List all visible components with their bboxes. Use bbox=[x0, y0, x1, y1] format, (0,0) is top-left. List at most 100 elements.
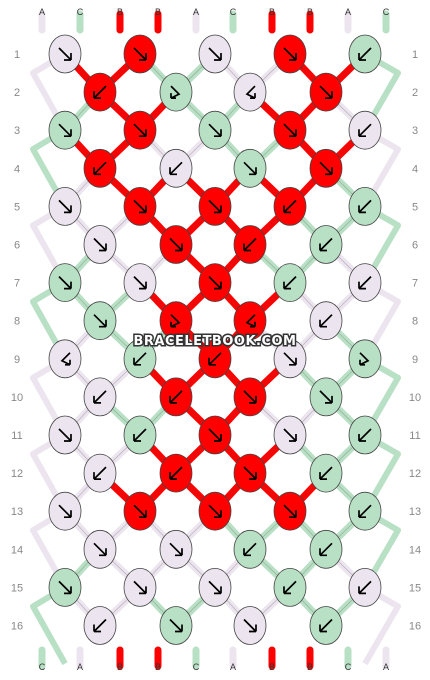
knot bbox=[159, 301, 193, 341]
knot bbox=[159, 529, 193, 569]
row-label-right: 7 bbox=[412, 278, 418, 290]
knot-arrow-icon bbox=[93, 466, 107, 480]
knot bbox=[83, 377, 117, 417]
knot bbox=[48, 415, 82, 455]
knot-arrow-icon bbox=[358, 199, 372, 214]
row-label-right: 10 bbox=[409, 392, 421, 404]
knot-arrow-icon bbox=[58, 580, 72, 595]
knot bbox=[309, 301, 343, 341]
knot-arrow-icon bbox=[245, 314, 256, 328]
knot bbox=[273, 34, 307, 74]
knot bbox=[273, 568, 307, 607]
top-string-label: C bbox=[230, 7, 237, 17]
knot-arrow-icon bbox=[319, 314, 333, 328]
knot bbox=[273, 186, 307, 226]
knot-arrow-icon bbox=[93, 618, 107, 633]
knot-arrow-icon bbox=[283, 47, 297, 61]
knot bbox=[309, 72, 343, 112]
knot bbox=[159, 453, 193, 493]
top-string-label: B bbox=[117, 7, 123, 17]
knot-arrow-icon bbox=[208, 580, 222, 595]
knot bbox=[48, 34, 82, 74]
knot bbox=[273, 491, 307, 531]
knot-arrow-icon bbox=[169, 542, 183, 557]
knot-arrow-icon bbox=[358, 123, 372, 138]
knot bbox=[48, 491, 82, 531]
knot bbox=[233, 72, 267, 112]
knot bbox=[83, 72, 117, 112]
knot bbox=[123, 339, 157, 379]
knot bbox=[273, 110, 307, 150]
bottom-string-label: B bbox=[155, 662, 161, 672]
knot-arrow-icon bbox=[170, 314, 181, 328]
knot bbox=[309, 377, 343, 417]
knot-arrow-icon bbox=[93, 237, 107, 252]
knot bbox=[83, 148, 117, 188]
knot-arrow-icon bbox=[93, 542, 107, 557]
row-label-left: 7 bbox=[14, 278, 20, 290]
knot bbox=[123, 491, 157, 531]
knot bbox=[123, 110, 157, 150]
knot bbox=[159, 72, 193, 112]
bottom-string-label: B bbox=[307, 662, 313, 672]
knot bbox=[198, 34, 232, 74]
knot bbox=[309, 225, 343, 264]
knot-arrow-icon bbox=[208, 352, 222, 366]
knot bbox=[348, 186, 382, 226]
row-label-right: 3 bbox=[412, 125, 418, 137]
bottom-string-label: A bbox=[230, 662, 236, 672]
knot-arrow-icon bbox=[283, 428, 297, 442]
knot bbox=[233, 606, 267, 645]
knot bbox=[83, 529, 117, 569]
knot-arrow-icon bbox=[133, 428, 147, 442]
row-label-left: 4 bbox=[14, 163, 20, 175]
knot-arrow-icon bbox=[319, 466, 333, 480]
row-label-right: 5 bbox=[412, 201, 418, 213]
knot-arrow-icon bbox=[169, 466, 183, 480]
knot bbox=[83, 453, 117, 493]
knot-arrow-icon bbox=[283, 504, 297, 519]
knot-arrow-icon bbox=[208, 199, 222, 214]
knot-arrow-icon bbox=[169, 390, 183, 404]
row-label-left: 10 bbox=[11, 392, 23, 404]
knot-arrow-icon bbox=[358, 580, 372, 595]
knot-grid bbox=[48, 34, 382, 645]
knot bbox=[198, 110, 232, 150]
knot bbox=[198, 568, 232, 607]
knot-arrow-icon bbox=[58, 47, 72, 61]
bottom-string-label: A bbox=[77, 662, 83, 672]
top-string-label: A bbox=[345, 7, 351, 17]
knot bbox=[159, 606, 193, 645]
knot bbox=[83, 225, 117, 264]
row-label-left: 1 bbox=[14, 49, 20, 61]
knot-arrow-icon bbox=[319, 237, 333, 252]
knot bbox=[233, 225, 267, 264]
knot-arrow-icon bbox=[243, 466, 257, 480]
knot-arrow-icon bbox=[133, 275, 147, 290]
knot bbox=[123, 186, 157, 226]
knot-arrow-icon bbox=[58, 123, 72, 138]
knot-arrow-icon bbox=[208, 275, 222, 290]
row-label-left: 13 bbox=[11, 506, 23, 518]
knot-arrow-icon bbox=[358, 47, 372, 61]
knot-arrow-icon bbox=[208, 428, 222, 442]
knot bbox=[48, 263, 82, 303]
knot bbox=[233, 301, 267, 341]
knot bbox=[198, 186, 232, 226]
knot bbox=[123, 415, 157, 455]
row-label-right: 11 bbox=[409, 430, 420, 442]
row-label-right: 9 bbox=[412, 354, 418, 366]
knot-arrow-icon bbox=[58, 428, 72, 442]
top-string-label: A bbox=[193, 7, 199, 17]
knot bbox=[123, 568, 157, 607]
row-label-left: 15 bbox=[11, 582, 23, 594]
knot bbox=[273, 339, 307, 379]
knot bbox=[273, 415, 307, 455]
knot bbox=[123, 34, 157, 74]
bottom-string-label: A bbox=[383, 662, 389, 672]
knot-arrow-icon bbox=[358, 504, 372, 519]
knot-arrow-icon bbox=[319, 161, 333, 176]
